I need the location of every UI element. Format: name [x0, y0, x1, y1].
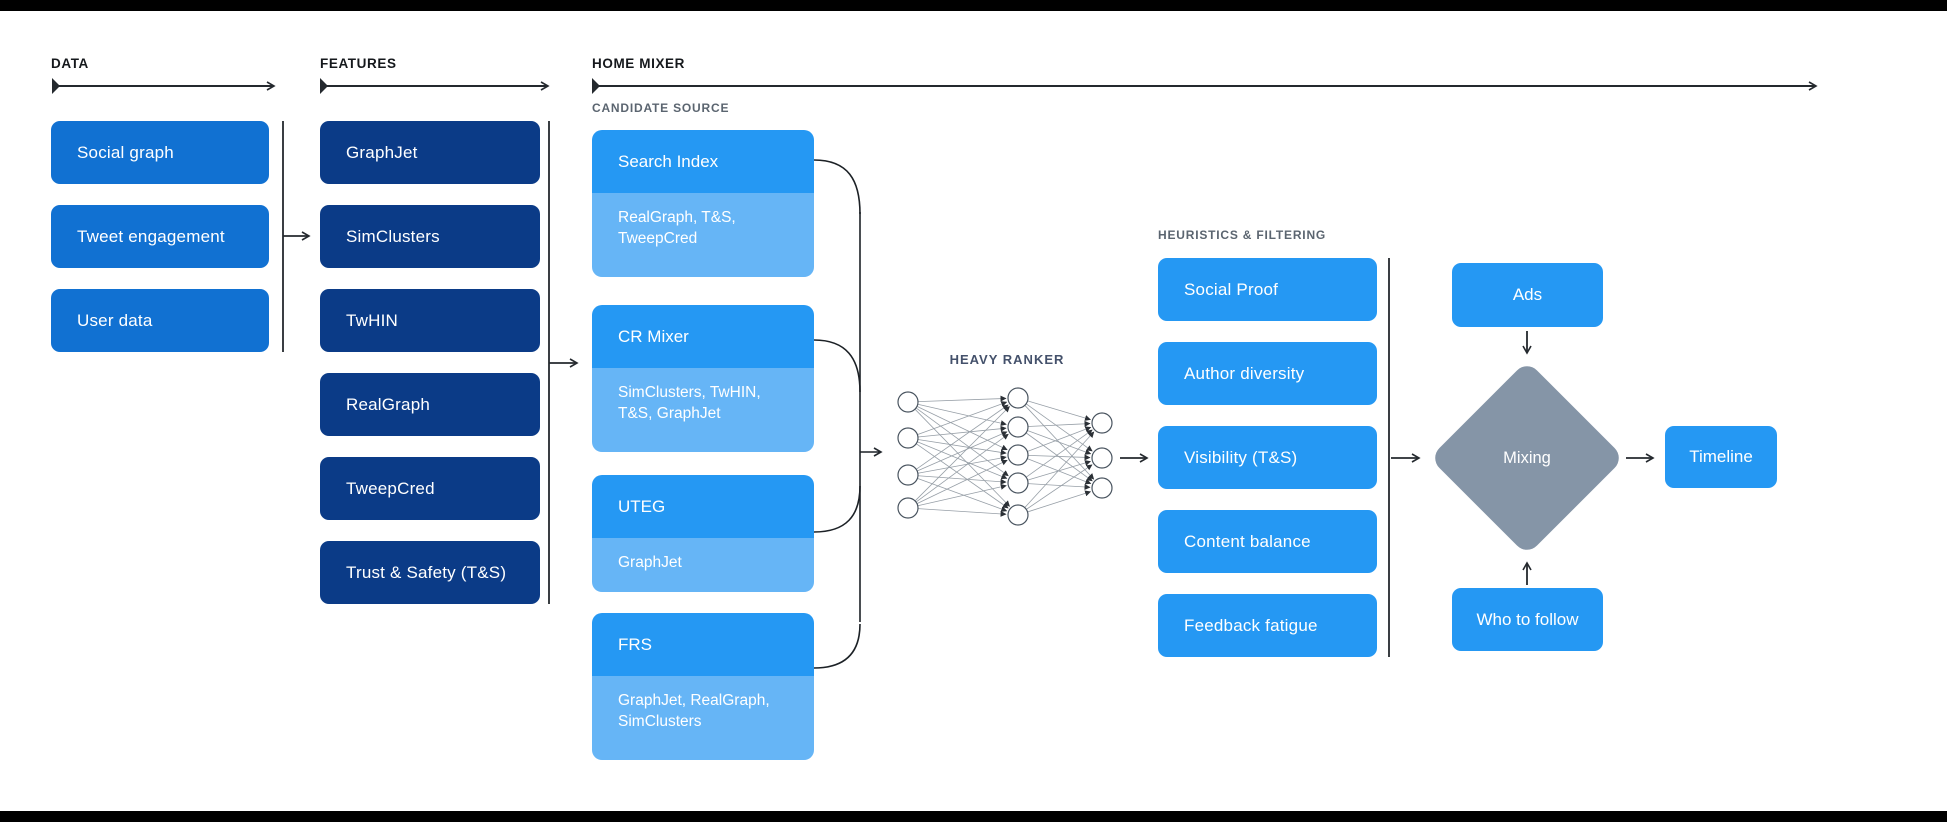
features-header-arrow	[320, 78, 550, 94]
home-mixer-header-arrow	[592, 78, 1818, 94]
candidate-group-cr-mixer: CR Mixer SimClusters, TwHIN, T&S, GraphJ…	[592, 305, 814, 452]
home-mixer-section-label: HOME MIXER	[592, 56, 686, 71]
feature-box-twhin: TwHIN	[320, 289, 540, 352]
candidate-name: CR Mixer	[592, 305, 814, 368]
feature-box-trust-safety: Trust & Safety (T&S)	[320, 541, 540, 604]
candidate-uses: GraphJet	[592, 538, 814, 592]
candidate-uses: SimClusters, TwHIN, T&S, GraphJet	[592, 368, 814, 452]
feature-box-graphjet: GraphJet	[320, 121, 540, 184]
data-box-tweet-engagement: Tweet engagement	[51, 205, 269, 268]
bottom-black-bar	[0, 811, 1947, 822]
candidate-uses: RealGraph, T&S, TweepCred	[592, 193, 814, 277]
timeline-box: Timeline	[1665, 426, 1777, 488]
data-header-arrow	[52, 78, 276, 94]
candidate-name: FRS	[592, 613, 814, 676]
heuristic-box-content-balance: Content balance	[1158, 510, 1377, 573]
candidate-name: UTEG	[592, 475, 814, 538]
heuristic-box-visibility: Visibility (T&S)	[1158, 426, 1377, 489]
features-section-label: FEATURES	[320, 56, 397, 71]
candidate-source-label: CANDIDATE SOURCE	[592, 101, 730, 115]
candidate-uses: GraphJet, RealGraph, SimClusters	[592, 676, 814, 760]
feature-box-realgraph: RealGraph	[320, 373, 540, 436]
candidate-name: Search Index	[592, 130, 814, 193]
features-to-mixer-connector	[548, 121, 579, 604]
feature-box-tweepcred: TweepCred	[320, 457, 540, 520]
heuristics-to-mixing-connector	[1388, 258, 1421, 657]
data-box-social-graph: Social graph	[51, 121, 269, 184]
data-to-features-connector	[282, 121, 311, 352]
heavy-ranker-label: HEAVY RANKER	[949, 352, 1065, 367]
mixing-label: Mixing	[1503, 448, 1551, 467]
data-box-user-data: User data	[51, 289, 269, 352]
who-to-follow-box: Who to follow	[1452, 588, 1603, 651]
mixing-diamond: Mixing	[1429, 360, 1625, 556]
candidates-to-ranker-connector	[813, 159, 883, 669]
heuristic-box-author-diversity: Author diversity	[1158, 342, 1377, 405]
heuristic-box-feedback-fatigue: Feedback fatigue	[1158, 594, 1377, 657]
candidate-group-search-index: Search Index RealGraph, T&S, TweepCred	[592, 130, 814, 277]
heuristics-label: HEURISTICS & FILTERING	[1158, 228, 1327, 242]
top-black-bar	[0, 0, 1947, 11]
feature-box-simclusters: SimClusters	[320, 205, 540, 268]
heavy-ranker-network	[897, 387, 1113, 526]
ads-box: Ads	[1452, 263, 1603, 327]
candidate-group-uteg: UTEG GraphJet	[592, 475, 814, 592]
heuristic-box-social-proof: Social Proof	[1158, 258, 1377, 321]
candidate-group-frs: FRS GraphJet, RealGraph, SimClusters	[592, 613, 814, 760]
data-section-label: DATA	[51, 56, 89, 71]
